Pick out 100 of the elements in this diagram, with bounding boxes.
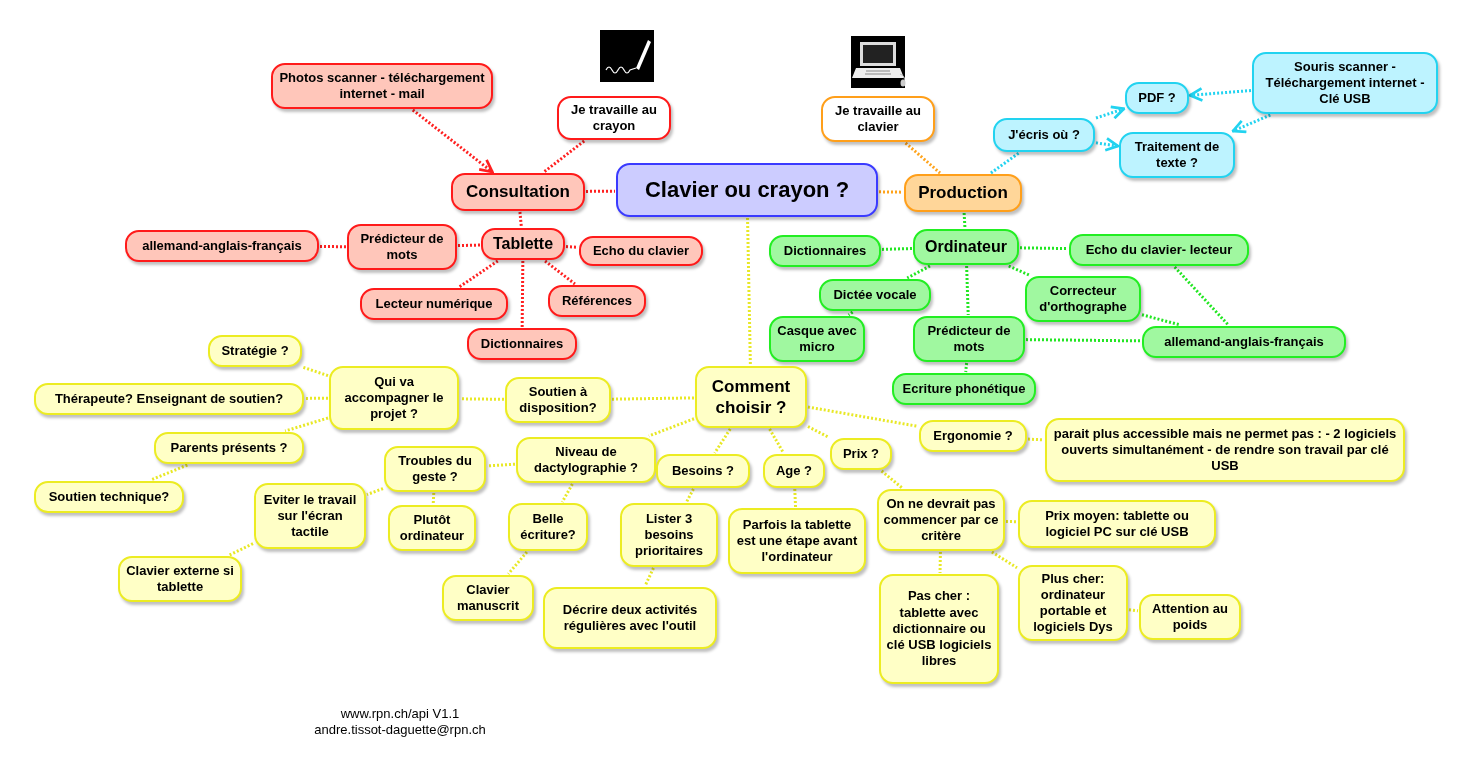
topic-bubble: Décrire deux activités régulières avec l'outil [543,587,717,649]
topic-bubble: Références [548,285,646,317]
connector [486,462,516,468]
topic-bubble: Dictée vocale [819,279,931,311]
topic-bubble: Correcteur d'orthographe [1025,276,1141,322]
footer-text: www.rpn.ch/api V1.1 [340,706,460,723]
connector [685,488,695,503]
connector [1188,87,1252,102]
topic-bubble: Thérapeute? Enseignant de soutien? [34,383,304,415]
topic-bubble: Pas cher : tablette avec dictionnaire ou clé USB logiciels libres [879,574,999,684]
connector [411,108,494,174]
topic-bubble: Plutôt ordinateur [388,505,476,551]
connector [459,397,504,401]
topic-bubble: Ergonomie ? [919,420,1027,452]
topic-bubble: Clavier manuscrit [442,575,534,621]
connector [1005,520,1018,524]
topic-bubble: Lister 3 besoins prioritaires [620,503,718,567]
connector [228,542,254,557]
topic-bubble: Comment choisir ? [695,366,807,428]
connector [1231,113,1271,134]
connector [1095,137,1120,152]
connector [518,211,523,228]
topic-bubble: Clavier externe si tablette [118,556,242,602]
topic-bubble: Prédicteur de mots [347,224,457,270]
topic-bubble: Je travaille au clavier [821,96,935,142]
topic-bubble: Eviter le travail sur l'écran tactile [254,483,366,549]
topic-bubble: Stratégie ? [208,335,302,367]
topic-bubble: Troubles du geste ? [384,446,486,492]
connector [793,488,798,508]
topic-bubble: Tablette [481,228,565,260]
topic-bubble: Ordinateur [913,229,1019,265]
connector [565,245,579,249]
connector [1173,266,1230,326]
topic-bubble: Consultation [451,173,585,211]
connector [1026,338,1142,343]
connector [746,217,752,366]
footer-text: andre.tissot-daguette@rpn.ch [314,722,486,739]
topic-bubble: Echo du clavier [579,236,703,266]
topic-bubble: J'écris où ? [993,118,1095,152]
connector [990,151,1020,175]
topic-bubble: Soutien technique? [34,481,184,513]
topic-bubble: Niveau de dactylographie ? [516,437,656,483]
topic-bubble: Dictionnaires [769,235,881,267]
topic-bubble: Dictionnaires [467,328,577,360]
topic-bubble: Prédicteur de mots [913,316,1025,362]
connector [1095,105,1126,120]
topic-bubble: On ne devrait pas commencer par ce critère [877,489,1005,551]
topic-bubble: Parents présents ? [154,432,304,464]
topic-bubble: Plus cher: ordinateur portable et logiciels Dys [1018,565,1128,641]
topic-bubble: Traitement de texte ? [1119,132,1235,178]
topic-bubble: Ecriture phonétique [892,373,1036,405]
topic-bubble: Je travaille au crayon [557,96,671,140]
topic-bubble: Attention au poids [1139,594,1241,640]
topic-bubble: allemand-anglais-français [125,230,319,262]
topic-bubble: Casque avec micro [769,316,865,362]
connector [991,550,1018,570]
connector [906,264,931,280]
connector [1141,313,1181,327]
connector [964,362,969,373]
topic-bubble: Soutien à disposition? [505,377,611,423]
topic-bubble: Age ? [763,454,825,488]
topic-bubble: Belle écriture? [508,503,588,551]
connector [1128,608,1139,613]
connector [458,259,499,289]
connector [543,139,586,174]
connector [1027,437,1045,442]
connector [320,245,346,249]
connector [965,265,970,316]
topic-bubble: Prix moyen: tablette ou logiciel PC sur clé USB [1018,500,1216,548]
connector [366,487,384,496]
connector [586,189,615,193]
connector [305,396,328,400]
topic-bubble: Photos scanner - téléchargement internet - mail [271,63,493,109]
connector [807,405,919,428]
connector [648,417,695,438]
connector [1019,246,1069,251]
connector [938,551,942,574]
connector [807,425,830,439]
connector [284,416,329,433]
connector [878,190,904,194]
connector [457,243,481,248]
connector [962,212,967,229]
connector [302,365,329,378]
topic-bubble: Qui va accompagner le projet ? [329,366,459,430]
connector [847,310,854,317]
connector [544,259,576,286]
connector [881,247,913,251]
topic-bubble: Echo du clavier- lecteur [1069,234,1249,266]
topic-bubble: Besoins ? [656,454,750,488]
connector [1008,264,1030,277]
topic-bubble: Prix ? [830,438,892,470]
connector [713,428,732,454]
connector [880,469,904,490]
topic-bubble: Production [904,174,1022,212]
connector [150,463,188,482]
connector [507,551,528,575]
topic-bubble: Clavier ou crayon ? [616,163,878,217]
connector [904,141,941,175]
connector [520,261,525,327]
topic-bubble: PDF ? [1125,82,1189,114]
